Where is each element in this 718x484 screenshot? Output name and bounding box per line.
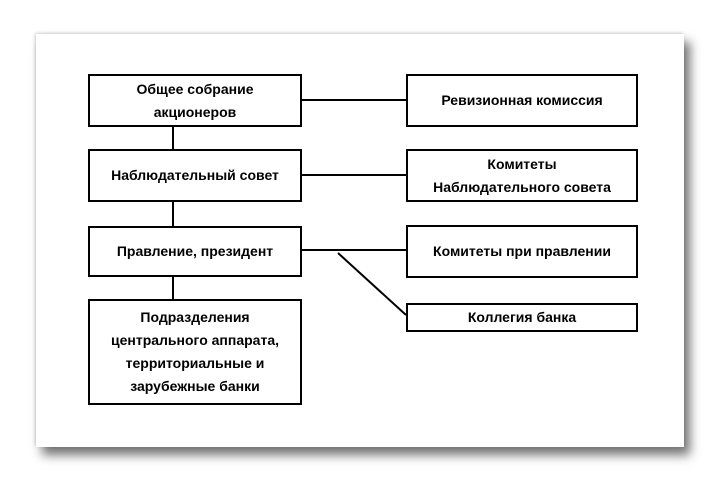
node-supervisory-board-line-1: Наблюдательный совет xyxy=(111,167,279,183)
node-divisions: Подразделения центрального аппарата, тер… xyxy=(88,299,302,405)
node-general-meeting: Общее собрание акционеров xyxy=(88,74,302,127)
node-management-line-1: Правление, президент xyxy=(116,243,274,259)
node-supervisory-board: Наблюдательный совет xyxy=(88,149,302,202)
node-audit-commission: Ревизионная комиссия xyxy=(406,74,638,127)
node-board-committees: Комитеты Наблюдательного совета xyxy=(406,149,638,202)
node-management-committees-line-1: Комитеты при правлении xyxy=(433,243,611,259)
node-divisions-line-3: территориальные и xyxy=(125,355,265,371)
node-management-committees: Комитеты при правлении xyxy=(406,225,638,278)
node-divisions-line-2: центрального аппарата, xyxy=(111,332,279,348)
node-board-committees-line-2: Наблюдательного совета xyxy=(433,178,611,195)
node-divisions-line-4: зарубежные банки xyxy=(130,378,260,394)
node-general-meeting-line-1: Общее собрание xyxy=(136,80,254,97)
node-bank-collegium: Коллегия банка xyxy=(406,303,638,332)
node-bank-collegium-line-1: Коллегия банка xyxy=(467,309,577,325)
node-general-meeting-line-2: акционеров xyxy=(153,103,237,120)
edge-management-collegium xyxy=(337,252,407,316)
node-board-committees-line-1: Комитеты xyxy=(487,155,557,172)
node-management: Правление, президент xyxy=(88,226,302,277)
node-divisions-line-1: Подразделения xyxy=(140,309,250,325)
node-audit-commission-line-1: Ревизионная комиссия xyxy=(441,92,603,108)
